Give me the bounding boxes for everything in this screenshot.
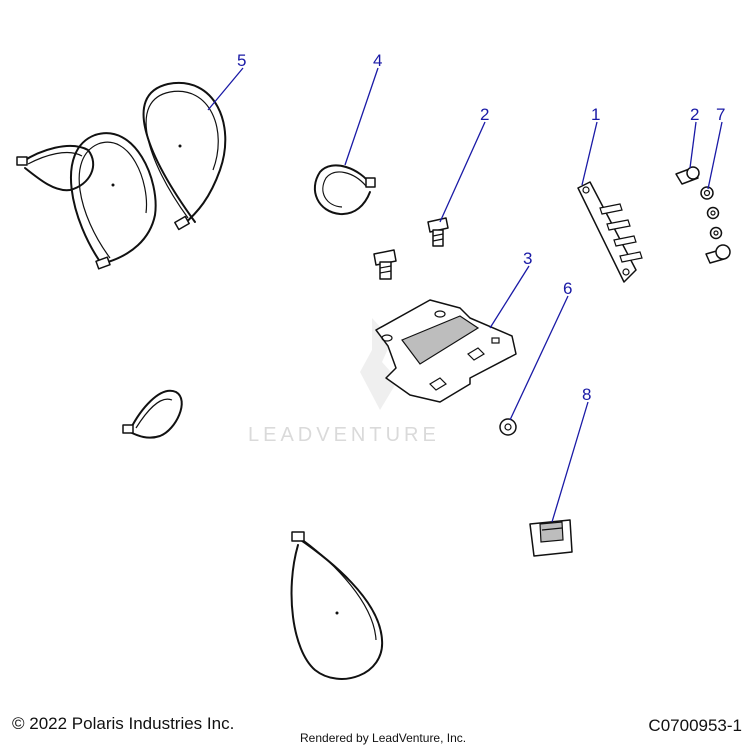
- part-1-terminal-block: [577, 181, 643, 283]
- part-5-strap-large: [142, 81, 227, 231]
- callout-6: 6: [563, 279, 572, 298]
- callout-labels: 1 2 2 3 4 5 6 7 8: [237, 51, 725, 404]
- part-8-clip: [529, 519, 573, 557]
- copyright-text: © 2022 Polaris Industries Inc.: [12, 714, 235, 733]
- part-6-nut: [499, 418, 517, 436]
- strap-small-left: [122, 389, 183, 439]
- callout-8: 8: [582, 385, 591, 404]
- callout-3: 3: [523, 249, 532, 268]
- rendered-by-text: Rendered by LeadVenture, Inc.: [300, 731, 467, 745]
- part-7-nut-2: [706, 206, 720, 220]
- part-3-bracket: [375, 299, 517, 403]
- part-7-nut: [700, 186, 714, 200]
- callout-2-right: 2: [690, 105, 699, 124]
- drawing-id: C0700953-1: [648, 716, 742, 735]
- callout-5: 5: [237, 51, 246, 70]
- leader-lines: [207, 67, 723, 523]
- part-2-bolt-lower: [373, 249, 397, 280]
- strap-large-bottom: [290, 531, 384, 680]
- part-5-strap-medium: [69, 132, 157, 270]
- watermark-text: LEADVENTURE: [248, 424, 440, 446]
- callout-2: 2: [480, 105, 489, 124]
- part-5-strap-small: [16, 145, 95, 192]
- part-7-nut-3: [709, 226, 723, 240]
- part-2-bolt-right-lower: [705, 244, 731, 264]
- part-2-bolt-right: [675, 166, 700, 185]
- part-2-bolt-upper: [427, 217, 449, 247]
- part-4-strap: [313, 164, 376, 216]
- callout-4: 4: [373, 51, 382, 70]
- callout-1: 1: [591, 105, 600, 124]
- callout-7: 7: [716, 105, 725, 124]
